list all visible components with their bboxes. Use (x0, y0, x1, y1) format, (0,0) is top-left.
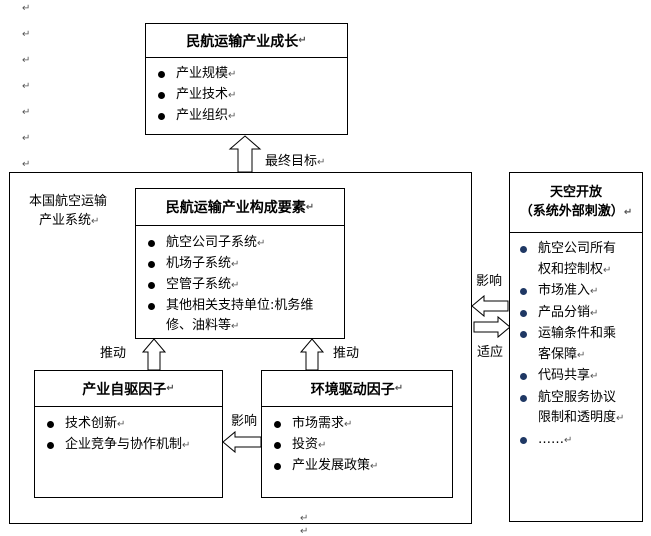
paragraph-mark: ↵ (300, 513, 309, 524)
open-skies-box-list: 航空公司所有 权和控制权↵ 市场准入↵ 产品分销↵ 运输条件和乘 客保障↵ 代码… (512, 239, 624, 451)
list-item: 市场需求↵ (266, 414, 378, 435)
list-item: 航空公司子系统↵ (140, 233, 313, 254)
open-skies-box-title: 天空开放 （系统外部刺激）↵ (510, 173, 642, 233)
growth-box-list: 产业规模↵ 产业技术↵ 产业组织↵ (150, 64, 236, 127)
paragraph-mark: ↵ (300, 526, 309, 536)
paragraph-mark: ↵ (22, 81, 31, 92)
list-item: 产业发展政策↵ (266, 456, 378, 477)
list-item: 产品分销↵ (512, 303, 624, 325)
drive-label-left: 推动 (100, 346, 127, 361)
adapt-label: 适应 (477, 345, 504, 360)
environment-box: 环境驱动因子↵ 市场需求↵ 投资↵ 产业发展政策↵ (261, 370, 453, 498)
self-driven-box-title: 产业自驱因子↵ (35, 371, 222, 407)
self-driven-box: 产业自驱因子↵ 技术创新↵ 企业竞争与协作机制↵ (34, 370, 223, 498)
list-item: 代码共享↵ (512, 366, 624, 388)
system-box (9, 172, 472, 524)
list-item: 航空公司所有 (512, 239, 624, 260)
environment-box-list: 市场需求↵ 投资↵ 产业发展政策↵ (266, 414, 378, 477)
list-item: 空管子系统↵ (140, 275, 313, 296)
open-skies-box: 天空开放 （系统外部刺激）↵ 航空公司所有 权和控制权↵ 市场准入↵ 产品分销↵… (509, 172, 643, 522)
paragraph-mark: ↵ (22, 133, 31, 144)
list-item: 投资↵ (266, 435, 378, 456)
paragraph-mark: ↵ (22, 159, 31, 170)
influence-arrow-outer (471, 294, 509, 318)
paragraph-mark: ↵ (22, 107, 31, 118)
list-item: 市场准入↵ (512, 281, 624, 303)
growth-box-title: 民航运输产业成长↵ (146, 24, 347, 58)
list-item: 产业规模↵ (150, 64, 236, 85)
system-label: 本国航空运输 产业系统↵ (29, 194, 108, 228)
influence-label-inner: 影响 (231, 414, 258, 429)
list-item: 机场子系统↵ (140, 254, 313, 275)
adapt-arrow (473, 315, 511, 339)
paragraph-mark: ↵ (22, 55, 31, 66)
list-item: 企业竞争与协作机制↵ (39, 435, 190, 456)
list-item-continuation: 限制和透明度↵ (538, 410, 625, 425)
list-item: 运输条件和乘 (512, 324, 624, 345)
list-item-continuation: 权和控制权↵ (538, 261, 612, 277)
paragraph-mark: ↵ (22, 3, 31, 14)
components-box: 民航运输产业构成要素↵ 航空公司子系统↵ 机场子系统↵ 空管子系统↵ 其他相关支… (135, 188, 345, 339)
list-item: ……↵ (512, 430, 624, 452)
paragraph-mark: ↵ (22, 29, 31, 40)
list-item: 产业组织↵ (150, 106, 236, 127)
components-box-list: 航空公司子系统↵ 机场子系统↵ 空管子系统↵ 其他相关支持单位:机务维 修、油料… (140, 233, 313, 337)
components-box-title: 民航运输产业构成要素↵ (136, 189, 344, 226)
goal-arrow (228, 135, 262, 173)
list-item: 技术创新↵ (39, 414, 190, 435)
environment-box-title: 环境驱动因子↵ (262, 371, 452, 407)
drive-label-right: 推动 (333, 346, 360, 361)
goal-label: 最终目标↵ (265, 154, 326, 169)
list-item: 航空服务协议 (512, 388, 624, 409)
self-driven-box-list: 技术创新↵ 企业竞争与协作机制↵ (39, 414, 190, 456)
list-item: 产业技术↵ (150, 85, 236, 106)
list-item: 其他相关支持单位:机务维 (140, 296, 313, 316)
growth-box: 民航运输产业成长↵ 产业规模↵ 产业技术↵ 产业组织↵ (145, 23, 348, 135)
list-item-continuation: 客保障↵ (538, 346, 586, 362)
list-item-continuation: 修、油料等↵ (166, 318, 240, 333)
influence-label-outer: 影响 (476, 274, 503, 289)
